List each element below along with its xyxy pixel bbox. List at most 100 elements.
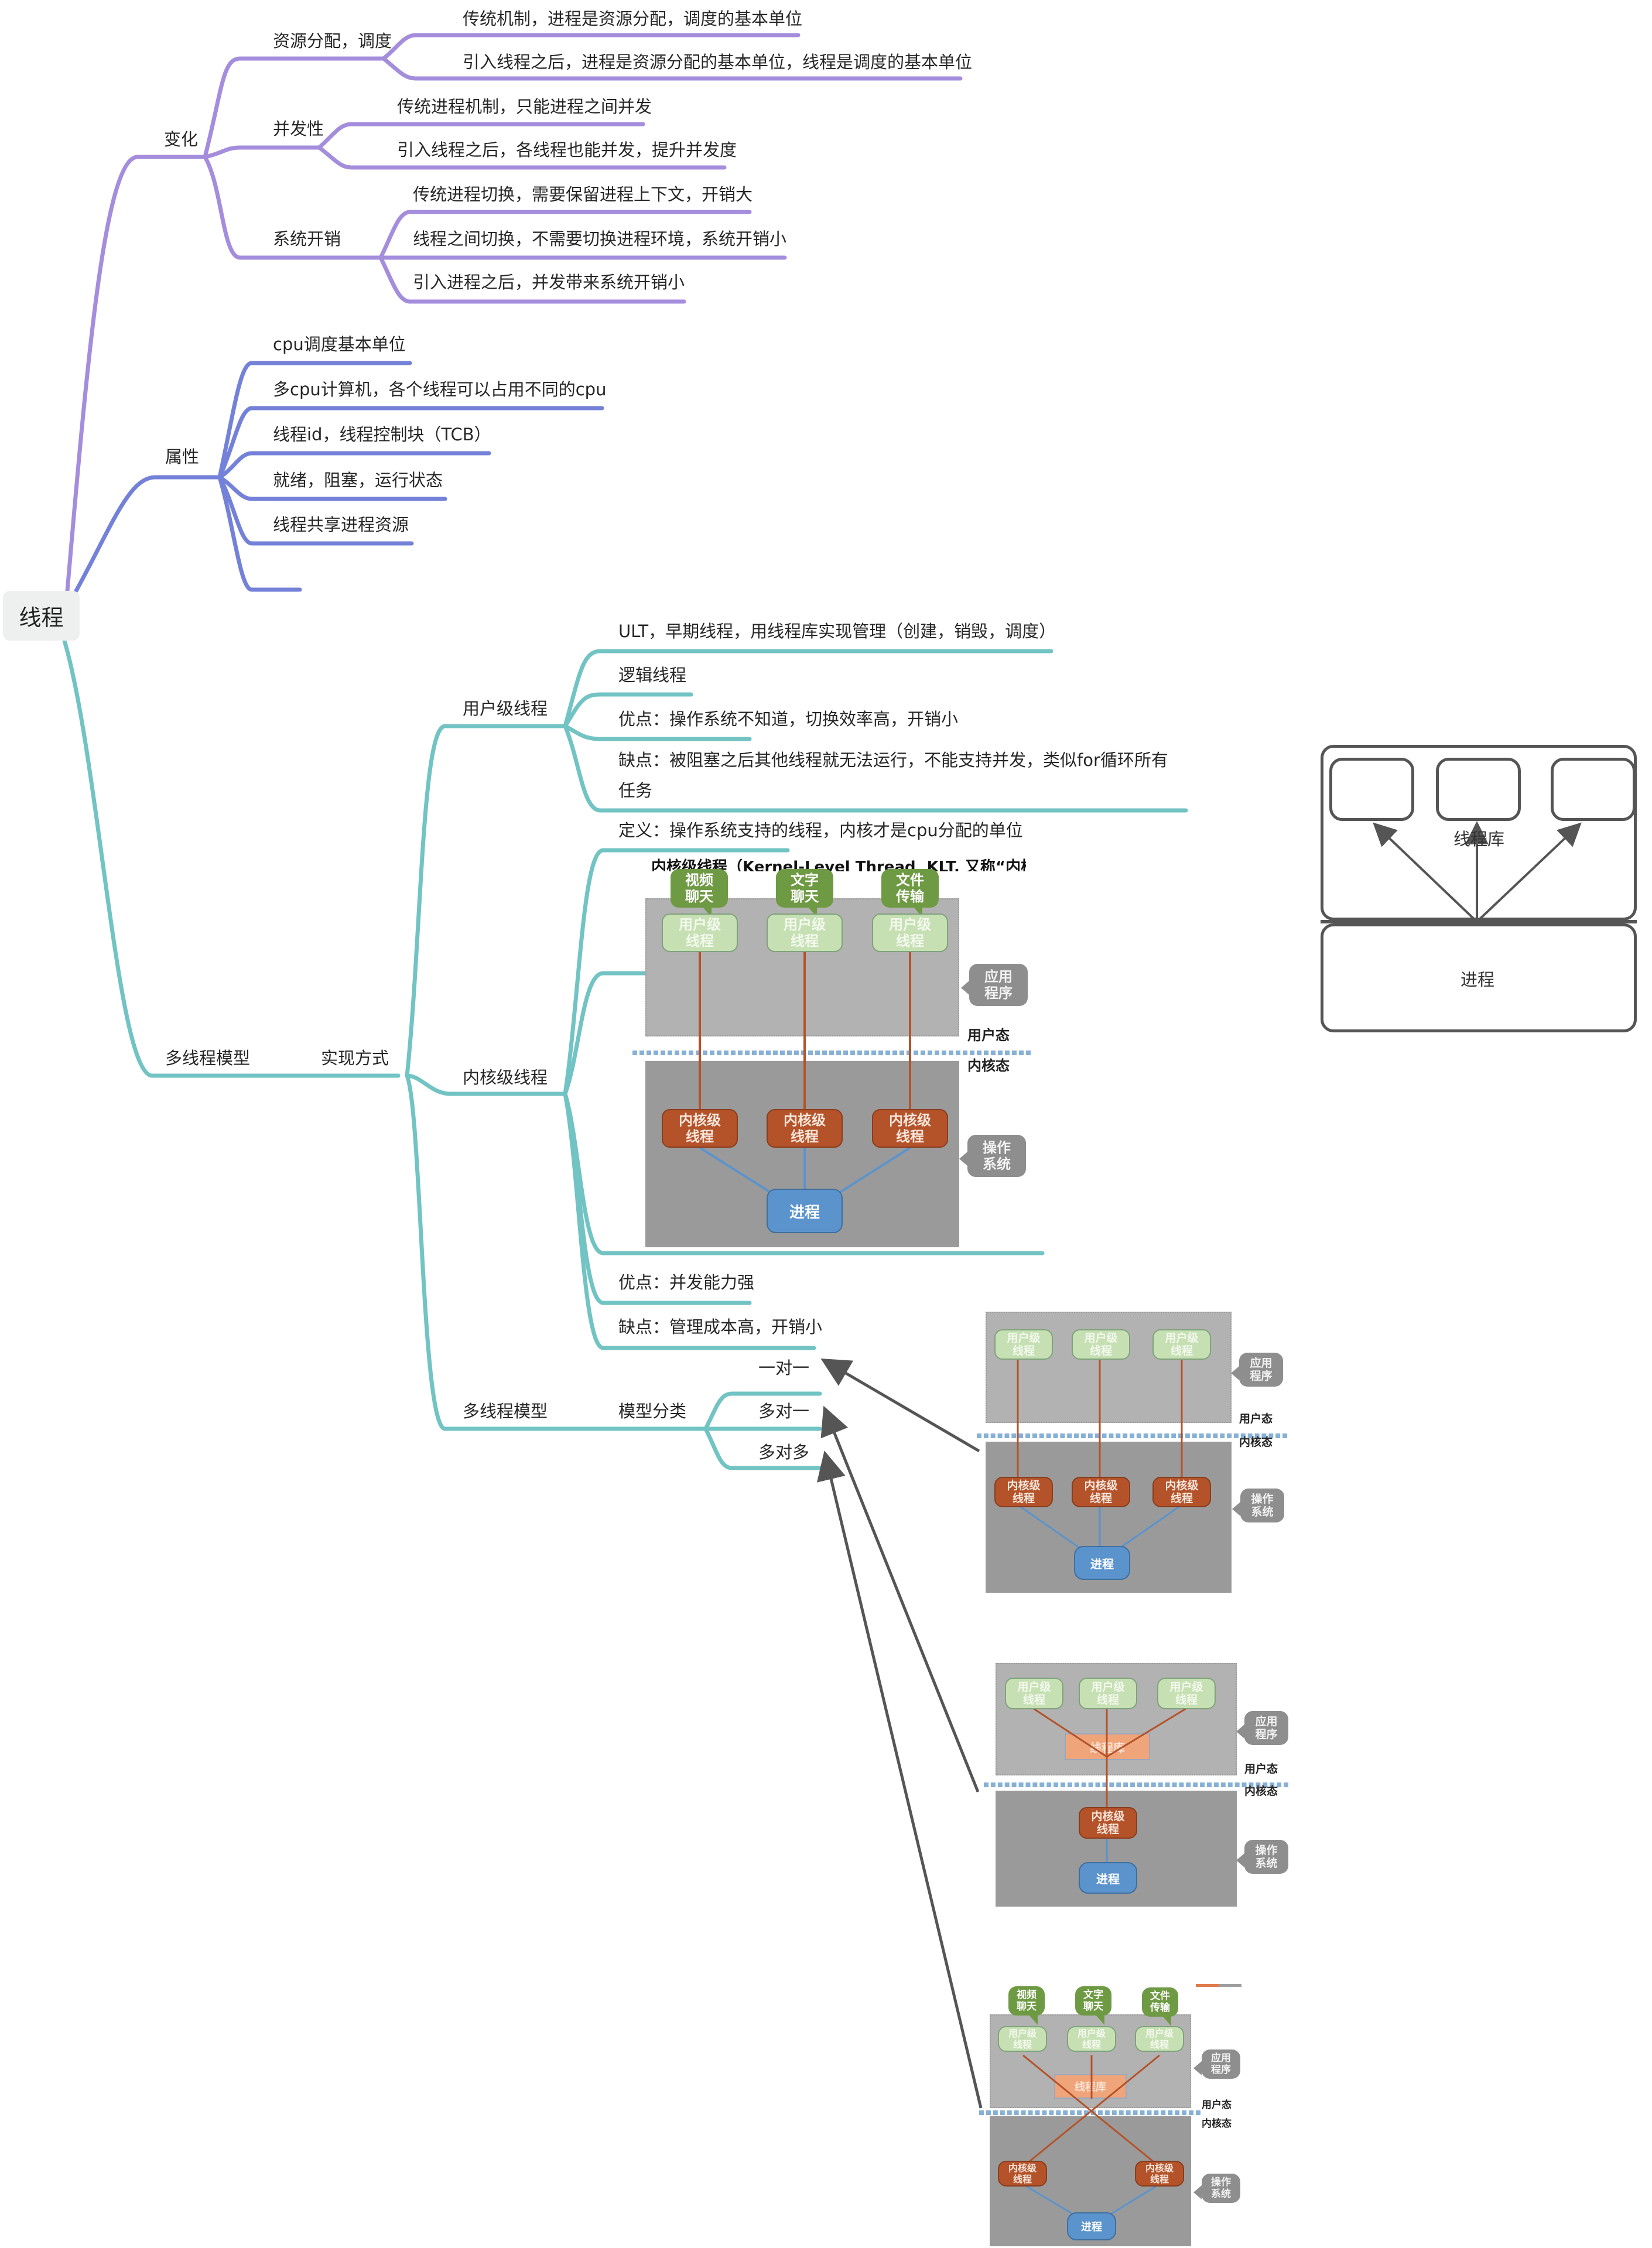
node-resource-item[interactable]: 传统机制，进程是资源分配，调度的基本单位 bbox=[463, 9, 803, 29]
os-tag: 操作 系统 bbox=[959, 1135, 1026, 1177]
kernel-thread-box: 内核级 线程 bbox=[1152, 1477, 1211, 1507]
node-attr-item[interactable]: 线程共享进程资源 bbox=[273, 515, 409, 535]
node-resource-item[interactable]: 引入线程之后，进程是资源分配的基本单位，线程是调度的基本单位 bbox=[463, 52, 973, 72]
node-klt-definition[interactable]: 定义：操作系统支持的线程，内核才是cpu分配的单位 bbox=[618, 820, 1023, 840]
node-klt[interactable]: 内核级线程 bbox=[463, 1067, 548, 1087]
user-thread-box: 用户级 线程 bbox=[994, 1329, 1053, 1360]
kernel-thread-box: 内核级 线程 bbox=[662, 1109, 738, 1148]
node-ult-item[interactable]: 优点：操作系统不知道，切换效率高，开销小 bbox=[618, 709, 959, 729]
node-impl[interactable]: 实现方式 bbox=[321, 1048, 389, 1068]
kernel-thread-box: 内核级 线程 bbox=[1135, 2161, 1184, 2187]
app-tag: 应用 程序 bbox=[961, 964, 1028, 1006]
edge-change-resource bbox=[203, 56, 386, 159]
mode-divider bbox=[984, 1782, 1288, 1787]
node-klt-cons[interactable]: 缺点：管理成本高，开销小 bbox=[618, 1317, 823, 1337]
process-container bbox=[1321, 923, 1637, 1032]
mode-divider bbox=[632, 1051, 1031, 1055]
node-attributes[interactable]: 属性 bbox=[165, 447, 200, 467]
bubble-video-chat: 视频 聊天 bbox=[671, 869, 728, 917]
os-tag: 操作 系统 bbox=[1232, 1489, 1284, 1522]
many-to-many-diagram[interactable]: 线程库 视频 聊天 文字 聊天 文件 传输 用户级 线程 用户级 线程 用户级 … bbox=[979, 1968, 1249, 2248]
node-model-2[interactable]: 多线程模型 bbox=[463, 1401, 548, 1421]
thread-slot bbox=[1329, 758, 1414, 821]
node-concurrency-item[interactable]: 传统进程机制，只能进程之间并发 bbox=[397, 97, 652, 117]
kernel-mode-label: 内核态 bbox=[1244, 1785, 1278, 1798]
app-tag: 应用 程序 bbox=[1236, 1711, 1288, 1745]
node-attr-item[interactable]: 就绪，阻塞，运行状态 bbox=[273, 470, 443, 490]
process-label: 进程 bbox=[1461, 970, 1495, 990]
node-many-to-many[interactable]: 多对多 bbox=[758, 1442, 810, 1462]
edge-over-3 bbox=[378, 255, 686, 304]
kernel-mode-label: 内核态 bbox=[1239, 1436, 1273, 1449]
root-label: 线程 bbox=[19, 605, 64, 631]
node-overhead-item[interactable]: 引入进程之后，并发带来系统开销小 bbox=[413, 272, 685, 292]
node-one-to-one[interactable]: 一对一 bbox=[758, 1358, 810, 1378]
decor-strip bbox=[1196, 1984, 1241, 1987]
edge-root-change bbox=[65, 155, 207, 593]
edge-impl-klt bbox=[405, 1073, 567, 1096]
node-klt-pros[interactable]: 优点：并发能力强 bbox=[618, 1272, 755, 1292]
user-mode-label: 用户态 bbox=[1202, 2099, 1232, 2111]
app-tag: 应用 程序 bbox=[1193, 2049, 1240, 2079]
edge-attr-6 bbox=[217, 475, 302, 592]
edge-attr-1 bbox=[217, 361, 412, 480]
edge-root-attr bbox=[74, 475, 222, 593]
user-thread-box: 用户级 线程 bbox=[1072, 1329, 1130, 1360]
node-ult-item[interactable]: 逻辑线程 bbox=[618, 665, 687, 685]
thread-library-box: 线程库 bbox=[1065, 1733, 1150, 1760]
arrow-one-to-one bbox=[820, 1358, 980, 1453]
node-attr-item[interactable]: 线程id，线程控制块（TCB） bbox=[273, 425, 491, 444]
thread-library-diagram[interactable]: 线程库 进程 bbox=[1318, 745, 1639, 1033]
kernel-mode-label: 内核态 bbox=[1202, 2118, 1232, 2130]
app-tag: 应用 程序 bbox=[1231, 1353, 1283, 1387]
node-classify[interactable]: 模型分类 bbox=[618, 1401, 687, 1421]
user-thread-box: 用户级 线程 bbox=[1157, 1678, 1216, 1709]
node-concurrency-item[interactable]: 引入线程之后，各线程也能并发，提升并发度 bbox=[397, 140, 737, 160]
edge-ult-3 bbox=[563, 724, 752, 741]
klt-diagram-image[interactable]: 内核级线程（Kernel-Level Thread, KLT, 又称“内核支持 … bbox=[632, 855, 1042, 1253]
kernel-thread-box: 内核级 线程 bbox=[1079, 1807, 1137, 1839]
user-mode-label: 用户态 bbox=[1244, 1763, 1278, 1775]
os-tag: 操作 系统 bbox=[1236, 1840, 1288, 1874]
mode-divider bbox=[977, 1433, 1287, 1438]
bubble-text-chat: 文字 聊天 bbox=[776, 869, 833, 917]
node-ult-item[interactable]: ULT，早期线程，用线程库实现管理（创建，销毁，调度） bbox=[618, 621, 1056, 641]
edge-klt-def bbox=[563, 848, 790, 1096]
edge-klt-cons bbox=[563, 1092, 816, 1350]
mode-divider bbox=[979, 2110, 1200, 2115]
node-attr-item[interactable]: 多cpu计算机，各个线程可以占用不同的cpu bbox=[273, 379, 607, 399]
node-ult-item[interactable]: 缺点：被阻塞之后其他线程就无法运行，不能支持并发，类似for循环所有任务 bbox=[618, 750, 1168, 800]
klt-diagram-caption: 内核级线程（Kernel-Level Thread, KLT, 又称“内核支持 bbox=[651, 858, 1026, 871]
kernel-mode-label: 内核态 bbox=[967, 1058, 1010, 1074]
node-attr-item[interactable]: cpu调度基本单位 bbox=[273, 334, 406, 354]
node-model[interactable]: 多线程模型 bbox=[165, 1048, 251, 1068]
user-thread-box: 用户级 线程 bbox=[1079, 1678, 1137, 1709]
kernel-thread-box: 内核级 线程 bbox=[767, 1109, 843, 1148]
edge-ult-4 bbox=[563, 724, 1188, 813]
thread-slot bbox=[1436, 758, 1521, 821]
node-overhead[interactable]: 系统开销 bbox=[273, 229, 341, 249]
node-change[interactable]: 变化 bbox=[164, 129, 199, 149]
node-ult[interactable]: 用户级线程 bbox=[463, 699, 548, 718]
arrow-many-to-many bbox=[816, 1450, 983, 2109]
one-to-one-diagram[interactable]: 用户级 线程 用户级 线程 用户级 线程 应用 程序 用户态 内核态 内核级 线… bbox=[977, 1312, 1287, 1593]
user-thread-box: 用户级 线程 bbox=[998, 2026, 1047, 2052]
node-overhead-item[interactable]: 传统进程切换，需要保留进程上下文，开销大 bbox=[413, 184, 753, 204]
node-many-to-one[interactable]: 多对一 bbox=[758, 1401, 810, 1421]
user-thread-box: 用户级 线程 bbox=[1152, 1329, 1211, 1360]
edge-attr-2 bbox=[217, 406, 604, 480]
kernel-thread-box: 内核级 线程 bbox=[1072, 1477, 1130, 1507]
process-box: 进程 bbox=[1079, 1862, 1137, 1894]
edge-attr-5 bbox=[217, 475, 414, 546]
edge-root-model bbox=[62, 638, 401, 1078]
user-thread-box: 用户级 线程 bbox=[1135, 2026, 1184, 2052]
many-to-one-diagram[interactable]: 线程库 用户级 线程 用户级 线程 用户级 线程 应用 程序 用户态 内核态 内… bbox=[984, 1663, 1288, 1909]
edge-conc-2 bbox=[317, 145, 727, 170]
root-node[interactable]: 线程 bbox=[3, 591, 80, 641]
node-concurrency[interactable]: 并发性 bbox=[273, 119, 324, 139]
node-overhead-item[interactable]: 线程之间切换，不需要切换进程环境，系统开销小 bbox=[413, 229, 787, 249]
edge-ult-2 bbox=[563, 692, 693, 728]
node-resource[interactable]: 资源分配，调度 bbox=[273, 31, 392, 51]
bubble-text-chat: 文字 聊天 bbox=[1075, 1986, 1111, 2025]
process-box: 进程 bbox=[767, 1189, 843, 1233]
